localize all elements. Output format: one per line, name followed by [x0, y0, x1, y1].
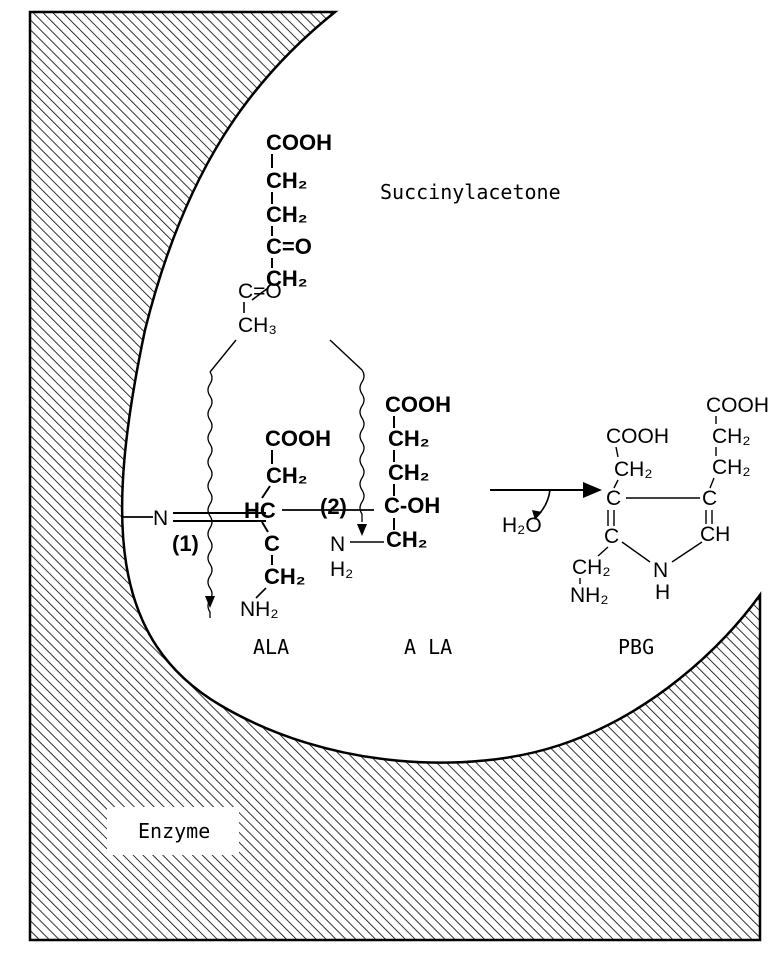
wavy-arrow-2 [359, 369, 365, 522]
enzyme-n: N [153, 507, 168, 530]
bracket-right [329, 339, 363, 371]
sa-co-b: C=O [238, 280, 282, 303]
bracket-left [209, 339, 237, 373]
enzyme-body [28, 10, 762, 942]
water-release-arrow-head [532, 510, 542, 520]
ala-right-label: A LA [404, 635, 452, 659]
sa-ch2-b: CH₂ [266, 202, 308, 227]
pbg-ch2-right-b: CH₂ [712, 456, 750, 479]
ala1-cooh: COOH [265, 426, 331, 451]
ala1-hc: HC [244, 498, 276, 523]
step2-label: (2) [320, 494, 347, 519]
pbg-ch2-left: CH₂ [614, 458, 652, 481]
sa-ch2-a: CH₂ [266, 168, 308, 193]
succinylacetone-label: Succinylacetone [380, 180, 561, 204]
pbg-c-right: C [702, 487, 717, 510]
pbg-n: N [653, 559, 668, 582]
ala2-structure: COOH CH₂ CH₂ C-OH CH₂ N H₂ [330, 392, 451, 581]
ala2-h2: H₂ [330, 558, 353, 581]
ala1-c: C [264, 531, 280, 556]
pbg-structure: COOH CH₂ C C CH₂ NH₂ N H COOH CH₂ CH₂ C … [570, 394, 769, 607]
pbg-ch2-amine: CH₂ [572, 556, 610, 579]
ala2-ch2-c: CH₂ [386, 527, 428, 552]
pbg-cooh-left: COOH [606, 425, 669, 448]
ala1-ch2-top: CH₂ [266, 463, 308, 488]
enzyme-label-box [107, 807, 239, 855]
ala1-nh2: NH₂ [240, 598, 278, 621]
ala2-coh: C-OH [384, 493, 440, 518]
ala2-ch2-a: CH₂ [388, 426, 430, 451]
water-release-arrow [537, 489, 551, 516]
pbg-nh2: NH₂ [570, 584, 608, 607]
pbg-label: PBG [618, 635, 654, 659]
pbg-c-ring: C [604, 525, 619, 548]
wavy-arrow-1-head [205, 596, 215, 608]
succinylacetone-structure: COOH CH₂ CH₂ C=O CH₂ C=O CH₃ [238, 130, 332, 337]
ala2-ch2-b: CH₂ [388, 460, 430, 485]
ala-left-label: ALA [253, 635, 289, 659]
ala1-structure: COOH CH₂ HC C CH₂ NH₂ [240, 426, 331, 621]
step1-label: (1) [172, 531, 199, 556]
ala2-cooh: COOH [385, 392, 451, 417]
enzyme-label: Enzyme [138, 819, 210, 843]
water-label: H₂O [502, 514, 542, 537]
reaction-arrow-head [583, 482, 602, 498]
sa-ch2-c: CH₂ [266, 266, 308, 291]
pbg-h: H [655, 581, 670, 604]
pbg-ch: CH [700, 523, 730, 546]
wavy-arrow-1 [207, 371, 213, 618]
pbg-cooh-right: COOH [706, 394, 769, 417]
wavy-arrow-2-head [357, 524, 367, 536]
sa-cooh: COOH [266, 130, 332, 155]
ala1-ch2-bottom: CH₂ [264, 564, 306, 589]
sa-ch3: CH₃ [238, 314, 277, 337]
pbg-ch2-right-a: CH₂ [712, 425, 750, 448]
pbg-c-left: C [606, 487, 621, 510]
sa-co-a: C=O [266, 234, 312, 259]
ala2-n: N [330, 533, 345, 556]
